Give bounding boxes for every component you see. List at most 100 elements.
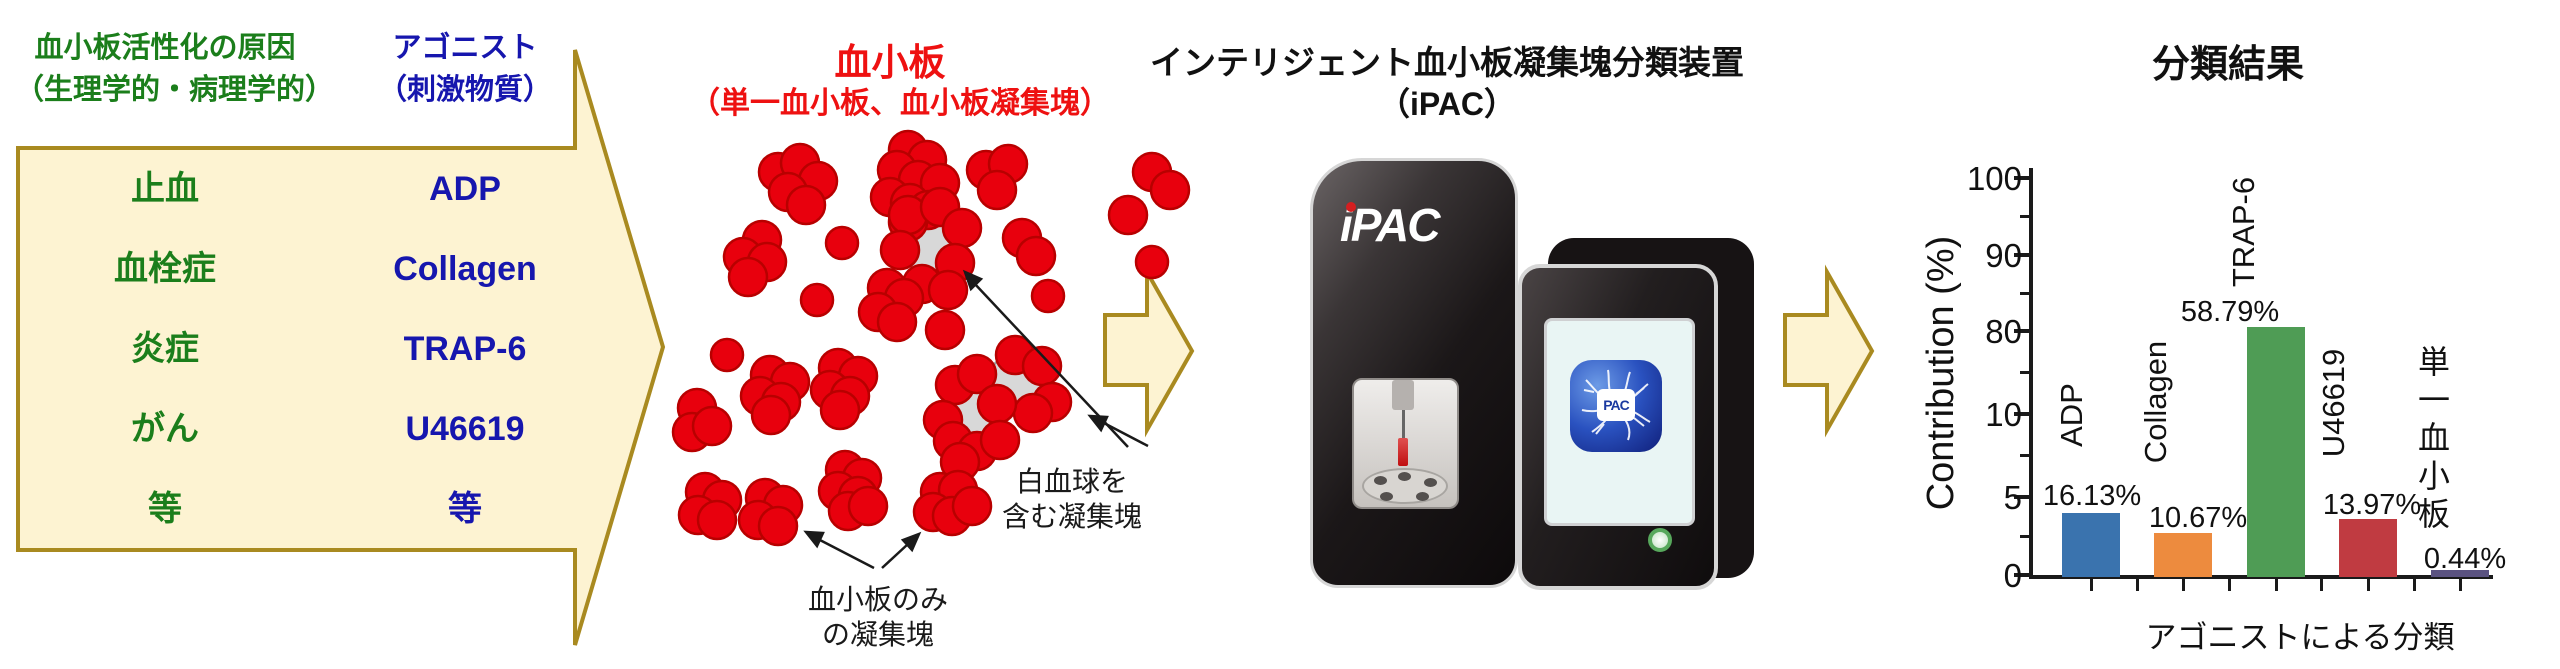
axis-tick [2020,535,2030,538]
carousel-well [1380,492,1393,501]
platelet [696,499,738,541]
value-label-single: 0.44% [2423,543,2507,575]
platelet-title-line2: （単一血小板、血小板凝集塊） [690,87,1110,120]
agonist-row-3: U46619 [405,410,525,448]
platelet-only-label: 血小板のみ の凝集塊 [807,584,948,650]
bar-単一血小板 [2431,570,2489,577]
platelet [1015,235,1057,277]
cat-label-collagen: Collagen [2138,340,2173,464]
platelet [691,405,733,447]
pointer-arrows [803,269,1149,570]
cause-header-line1: 血小板活性化の原因 [34,32,296,64]
axis-tick [2014,495,2030,499]
power-button [1648,528,1672,552]
platelet [976,383,1018,425]
axis-tick [2413,579,2416,591]
cause-header: 血小板活性化の原因 （生理学的・病理学的） [15,27,335,111]
platelet [879,229,921,271]
cat-label-adp: ADP [2054,383,2089,447]
value-label-adp: 16.13% [2042,480,2142,512]
device-title-line2: （iPAC） [1377,86,1517,122]
platelet-illustration [671,129,1191,547]
agonist-row-0: ADP [429,170,501,208]
platelet [956,353,998,395]
axis-tick [2367,579,2370,591]
cat-label-u46619: U46619 [2316,348,2351,458]
platelet-title-line1: 血小板 [834,42,946,83]
ytick-5: 5 [2003,479,2022,516]
axis-tick [2014,253,2030,257]
platelet [750,394,792,436]
axis-tick [2275,579,2278,591]
wbc-aggregate-label: 白血球を 含む凝集塊 [1001,466,1142,532]
axis-tick [2020,371,2030,374]
x-axis-line [2029,575,2493,579]
platelet [924,309,966,351]
axis-tick [2182,579,2185,591]
device-title-line1: インテリジェント血小板凝集塊分類装置 [1150,44,1744,81]
single-platelet [1134,244,1170,280]
cat-label-trap6: TRAP-6 [2226,176,2261,288]
chart-y-axis-label: Contribution (%) [1920,235,1962,511]
agonist-header: アゴニスト （刺激物質） [345,27,585,111]
ytick-90: 90 [1985,237,2022,274]
platelet [1107,194,1149,236]
platelet [976,169,1018,211]
platelet [727,256,769,298]
platelet [927,269,969,311]
axis-tick [2228,579,2231,591]
single-platelet [799,282,835,318]
value-label-u46619: 13.97% [2322,489,2422,521]
axis-tick [2136,579,2139,591]
axis-tick [2459,579,2462,591]
axis-tick [2014,329,2030,333]
axis-tick [2320,579,2323,591]
cause-row-3: がん [131,410,199,448]
platelet [941,207,983,249]
agonist-row-1: Collagen [393,250,537,288]
platelet [847,485,889,527]
agonist-header-line2: （刺激物質） [377,74,552,106]
cause-row-4: 等 [148,490,182,528]
axis-tick [2014,176,2030,180]
ytick-100: 100 [1966,160,2022,197]
platelet [1149,169,1191,211]
axis-tick [2020,292,2030,295]
platelet [979,419,1021,461]
flow-arrow-1 [1103,264,1195,438]
pipette-needle [1402,410,1405,442]
axis-tick [2020,454,2030,457]
value-label-collagen: 10.67% [2148,502,2248,534]
bar-U46619 [2339,519,2397,577]
cause-header-line2: （生理学的・病理学的） [15,74,335,106]
axis-tick [2014,412,2030,416]
value-label-trap6: 58.79% [2180,296,2280,328]
ytick-80: 80 [1985,313,2022,350]
chart-x-axis-label: アゴニストによる分類 [2145,620,2455,655]
single-platelet [1030,278,1066,314]
carousel-well [1374,476,1387,485]
agonist-row-2: TRAP-6 [403,330,527,368]
cat-label-single-platelet: 単一血小板 [2414,345,2450,535]
ytick-0: 0 [2003,557,2022,594]
platelet [757,505,799,547]
big-flow-arrow [16,49,666,646]
bar-ADP [2062,513,2120,577]
chart-title: 分類結果 [2151,44,2304,86]
ipac-logo: iPAC [1340,199,1441,251]
ipac-logo-red-dot [1346,202,1356,212]
ytick-10: 10 [1985,396,2022,433]
single-platelet [824,225,860,261]
bar-Collagen [2154,533,2212,577]
bar-TRAP-6 [2247,327,2305,577]
pipette-head [1392,380,1414,410]
platelet [819,389,861,431]
blood-sample-vial [1398,438,1408,466]
app-icon-core-label: PAC [1597,389,1635,421]
cause-row-0: 止血 [131,170,199,208]
cause-row-2: 炎症 [131,330,199,368]
carousel-well [1398,472,1411,481]
single-platelet [709,337,745,373]
